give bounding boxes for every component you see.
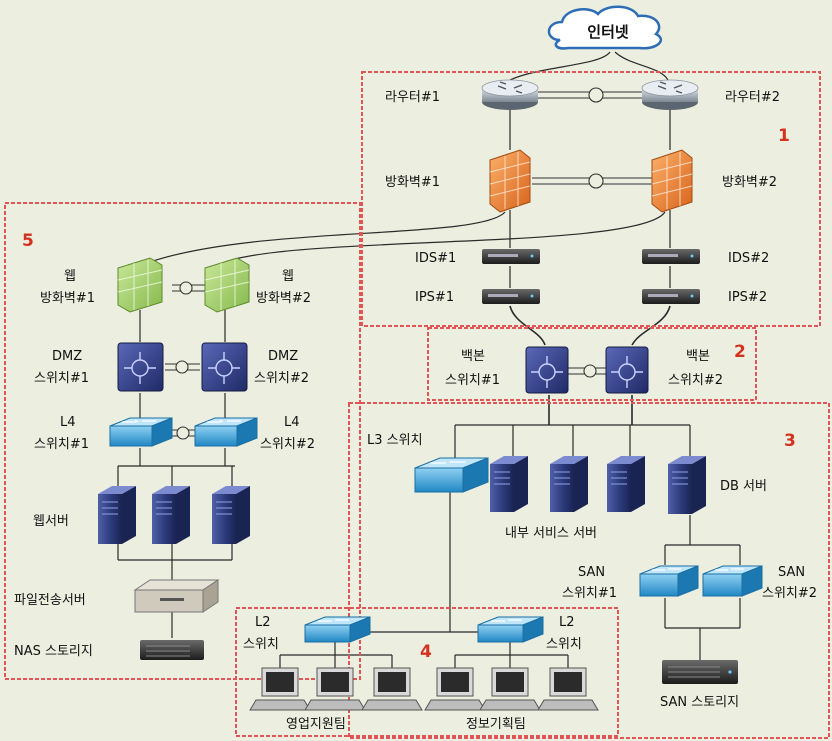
l4-switch-1-label-line1: L4 <box>60 415 76 430</box>
backbone-2-label-line1: 백본 <box>686 349 710 364</box>
backbone-switch-2 <box>605 346 649 394</box>
nas-storage <box>140 640 204 660</box>
l4-switch-2 <box>194 417 258 447</box>
planning-team-label: 정보기획팀 <box>466 717 526 732</box>
web-firewall-1-label-line2: 방화벽#1 <box>40 291 95 306</box>
l4-switch-1 <box>109 417 173 447</box>
zone-number-3: 3 <box>784 431 796 451</box>
internal-server-3 <box>607 456 645 512</box>
internal-server-label: 내부 서비스 서버 <box>505 526 597 541</box>
internal-server-1 <box>490 456 528 512</box>
web-server-label: 웹서버 <box>33 514 69 529</box>
db-server-label: DB 서버 <box>720 479 767 494</box>
l2-switch-2-label-line1: L2 <box>559 615 575 630</box>
l2-switch-1-label-line2: 스위치 <box>243 637 279 652</box>
ids-2-appliance <box>642 249 700 264</box>
router-2 <box>641 79 699 110</box>
zone-2-border <box>427 327 757 401</box>
san-storage-label: SAN 스토리지 <box>660 695 739 710</box>
dmz-switch-1-label-line2: 스위치#1 <box>34 371 89 386</box>
zone-4-border <box>235 607 619 737</box>
internet-label: 인터넷 <box>587 23 629 41</box>
ips-2-label: IPS#2 <box>728 290 767 305</box>
dmz-switch-1-label-line1: DMZ <box>52 349 82 364</box>
backbone-2-label-line2: 스위치#2 <box>668 373 723 388</box>
dmz-switch-2-label-line1: DMZ <box>268 349 298 364</box>
internal-server-2 <box>550 456 588 512</box>
web-server-2 <box>152 486 190 544</box>
sales-pc-3 <box>361 667 423 711</box>
ips-1-label: IPS#1 <box>415 290 454 305</box>
connection-lines <box>117 51 741 668</box>
san-switch-2-label-line1: SAN <box>778 565 805 580</box>
l4-switch-1-label-line2: 스위치#1 <box>34 437 89 452</box>
zone-3-border <box>348 402 830 739</box>
ids-1-appliance <box>482 249 540 264</box>
firewall-2 <box>651 149 693 213</box>
web-firewall-1-label-line1: 웹 <box>64 269 76 284</box>
internet-cloud: 인터넷 <box>547 5 663 50</box>
zone-number-5: 5 <box>22 231 34 251</box>
ips-1-appliance <box>482 289 540 304</box>
router-1-label: 라우터#1 <box>385 90 440 105</box>
file-server-label: 파일전송서버 <box>14 593 86 608</box>
san-switch-1-label-line2: 스위치#1 <box>562 586 617 601</box>
backbone-1-label-line1: 백본 <box>461 349 485 364</box>
router-1 <box>481 79 539 110</box>
zone-number-1: 1 <box>778 126 790 146</box>
zone-number-4: 4 <box>420 642 432 662</box>
file-transfer-server <box>133 579 220 613</box>
san-switch-2 <box>702 565 763 597</box>
db-server <box>668 456 706 514</box>
l2-switch-2-label-line2: 스위치 <box>546 637 582 652</box>
backbone-switch-1 <box>525 346 569 394</box>
sales-team-label: 영업지원팀 <box>286 717 346 732</box>
san-switch-2-label-line2: 스위치#2 <box>762 586 817 601</box>
l4-switch-2-label-line2: 스위치#2 <box>260 437 315 452</box>
web-server-1 <box>98 486 136 544</box>
san-switch-1-label-line1: SAN <box>578 565 605 580</box>
l2-switch-1 <box>304 616 371 643</box>
zone-boxes <box>4 71 830 739</box>
firewall-1 <box>489 149 531 213</box>
san-switch-1 <box>639 565 699 597</box>
l4-switch-2-label-line1: L4 <box>284 415 300 430</box>
sales-pc-1 <box>249 667 311 711</box>
web-firewall-2 <box>204 257 250 313</box>
zone-5-border <box>4 202 361 680</box>
l2-switch-1-label-line1: L2 <box>255 615 271 630</box>
l3-switch <box>414 457 489 493</box>
l2-switch-2 <box>477 616 544 643</box>
zone-number-2: 2 <box>734 342 746 362</box>
dmz-switch-2-label-line2: 스위치#2 <box>254 371 309 386</box>
web-firewall-2-label-line1: 웹 <box>282 269 294 284</box>
ids-1-label: IDS#1 <box>415 251 456 266</box>
zone-1-border <box>361 71 821 327</box>
dmz-switch-1 <box>117 342 164 392</box>
ips-2-appliance <box>642 289 700 304</box>
planning-pc-1 <box>424 667 486 711</box>
ids-2-label: IDS#2 <box>728 251 769 266</box>
san-storage <box>662 660 738 684</box>
sales-pc-2 <box>304 667 366 711</box>
planning-pc-3 <box>537 667 599 711</box>
web-firewall-1 <box>117 257 163 313</box>
web-server-3 <box>212 486 250 544</box>
l3-switch-label: L3 스위치 <box>367 433 423 448</box>
web-firewall-2-label-line2: 방화벽#2 <box>256 291 311 306</box>
firewall-1-label: 방화벽#1 <box>385 175 440 190</box>
dmz-switch-2 <box>201 342 248 392</box>
firewall-2-label: 방화벽#2 <box>722 175 777 190</box>
planning-pc-2 <box>479 667 541 711</box>
backbone-1-label-line2: 스위치#1 <box>445 373 500 388</box>
router-2-label: 라우터#2 <box>725 90 780 105</box>
nas-storage-label: NAS 스토리지 <box>14 644 93 659</box>
